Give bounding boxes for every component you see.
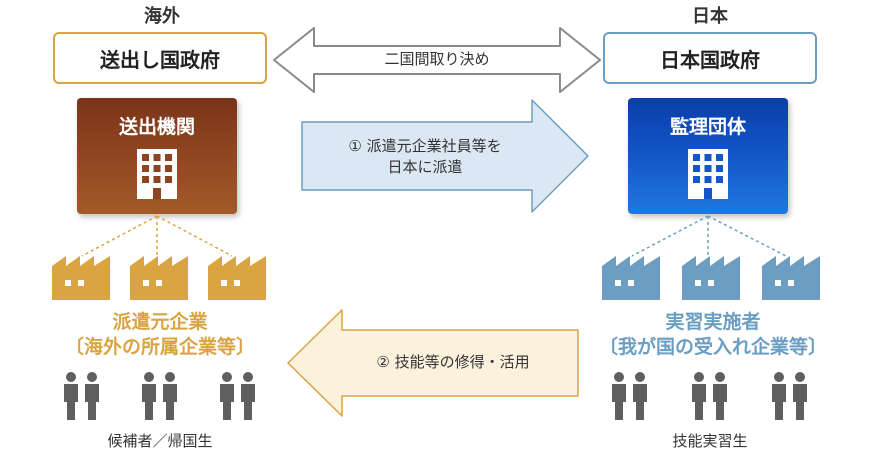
left-dotted-connectors	[81, 215, 233, 257]
skill-acquisition-arrow	[287, 309, 579, 417]
dispatching-company-label: 派遣元企業 〔海外の所属企業等〕	[40, 310, 280, 360]
dispatching-company-title: 派遣元企業	[112, 311, 208, 333]
dispatch-arrow	[301, 99, 589, 213]
factory-icon	[52, 256, 110, 300]
office-building-icon	[688, 149, 728, 199]
sending-organization-box: 送出機関	[77, 98, 237, 214]
factory-icon	[130, 256, 188, 300]
people-icon	[612, 372, 647, 420]
people-icon	[142, 372, 177, 420]
dispatch-label-line1: ① 派遣元企業社員等を	[348, 137, 502, 155]
people-icon	[220, 372, 255, 420]
sending-country-government-box: 送出し国政府	[53, 32, 267, 84]
technical-interns-caption: 技能実習生	[672, 432, 748, 450]
sending-organization-label: 送出機関	[118, 116, 195, 138]
bilateral-agreement-label: 二国間取り決め	[384, 50, 490, 68]
factory-icon	[208, 256, 266, 300]
implementing-company-title: 実習実施者	[665, 311, 761, 333]
people-icon	[772, 372, 807, 420]
dispatch-label: ① 派遣元企業社員等を 日本に派遣	[320, 136, 530, 178]
dispatch-label-line2: 日本に派遣	[387, 158, 463, 176]
supervising-organization-box: 監理団体	[628, 98, 788, 214]
dispatching-company-subtitle: 〔海外の所属企業等〕	[64, 336, 255, 358]
supervising-organization-label: 監理団体	[669, 116, 746, 138]
people-icon	[64, 372, 99, 420]
factory-icon	[602, 256, 660, 300]
factory-icon	[762, 256, 820, 300]
implementing-company-label: 実習実施者 〔我が国の受入れ企業等〕	[578, 310, 848, 360]
office-building-icon	[137, 149, 177, 199]
right-dotted-connectors	[631, 215, 787, 257]
skill-acquisition-label: ② 技能等の修得・活用	[376, 353, 530, 371]
factory-icon	[682, 256, 740, 300]
japan-government-box: 日本国政府	[603, 32, 817, 84]
people-icon	[692, 372, 727, 420]
candidates-caption: 候補者／帰国生	[107, 432, 213, 450]
implementing-company-subtitle: 〔我が国の受入れ企業等〕	[598, 336, 827, 358]
bilateral-agreement-arrow	[273, 27, 601, 93]
region-label-japan: 日本	[692, 6, 728, 27]
region-label-overseas: 海外	[144, 6, 180, 27]
